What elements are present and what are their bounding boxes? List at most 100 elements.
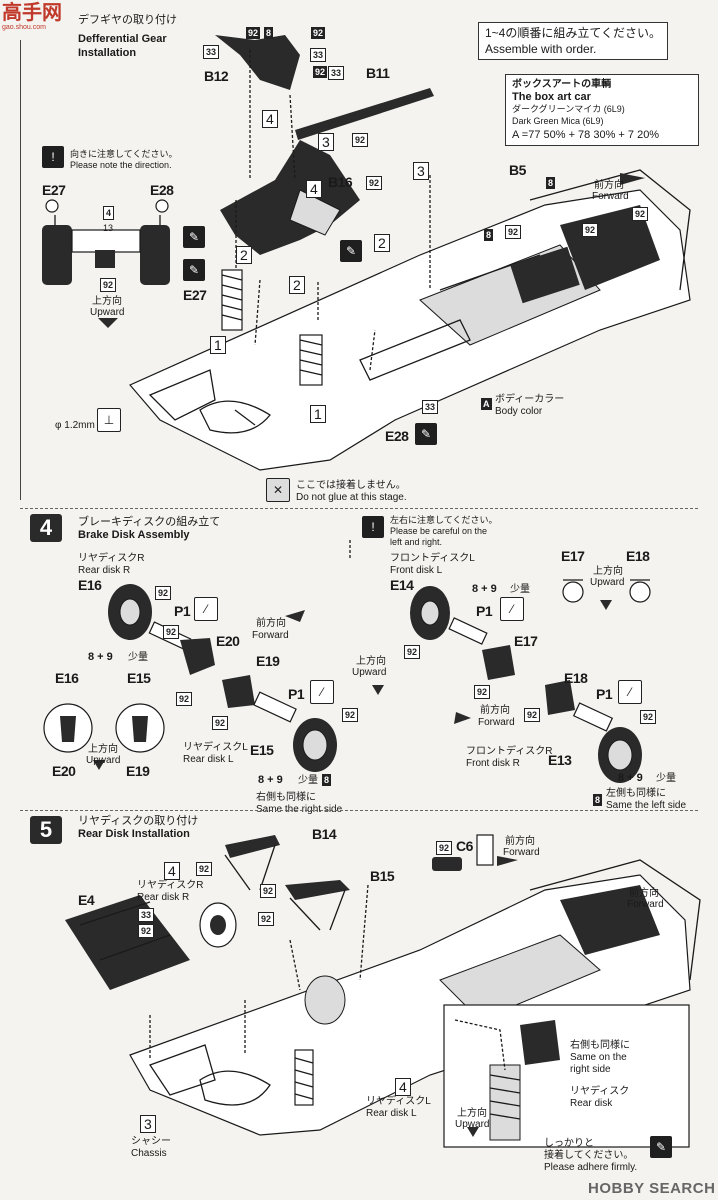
part-e13: E13 [548,752,572,768]
part-e19: E19 [256,653,280,669]
caution-icon: ! [42,146,64,168]
adhere-en: Please adhere firmly. [544,1162,638,1173]
box-art-title-en: The box art car [512,91,591,103]
order-mark-2c: 2 [374,234,390,252]
chassis-en: Chassis [131,1148,167,1159]
s5-rear-l-en: Rear disk L [366,1108,417,1119]
order-mark-1a: 1 [210,336,226,354]
upward-jp-s4b: 上方向 [88,744,118,755]
forward-en-a: Forward [592,191,629,202]
num-92-c: 92 [313,66,328,78]
upward-jp-s4c: 上方向 [593,566,623,577]
note-direction-en: Please note the direction. [70,160,172,170]
num-92-e: 92 [366,176,383,190]
body-color-en: Body color [495,406,543,417]
part-e17: E17 [514,633,538,649]
num-92-s5c6: 92 [436,841,453,855]
drill-diameter: φ 1.2mm [55,420,95,431]
step3-diagram [42,35,691,471]
num-13: 13 [103,223,114,233]
upward-jp-s4a: 上方向 [356,656,386,667]
rear-disk-l-jp: リヤディスクL [183,742,248,753]
no-glue-icon-s4a: ⁄ [194,597,218,621]
forward-jp-a: 前方向 [594,180,624,191]
num-8-b: 8 [546,177,556,189]
forward-jp-s4b: 前方向 [480,705,510,716]
no-glue-icon-s4d: ⁄ [618,680,642,704]
part-e4: E4 [78,892,95,908]
step5-number: 5 [30,816,62,844]
same-right-en: Same the right side [256,804,343,815]
box-4-rear-l: 4 [395,1078,411,1096]
step3-title-en2: Installation [78,47,137,59]
paint-brush-icon-1: ✎ [183,226,205,248]
same-left-jp: 左側も同様に [606,788,666,799]
box-art-color-en: Dark Green Mica (6L9) [512,116,604,126]
caution-icon-s4: ! [362,516,384,538]
part-e28-top: E28 [150,182,174,198]
small-amount-b: 少量 [298,775,318,786]
front-disk-r-en: Front disk R [466,758,520,769]
part-p1-c: P1 [476,603,493,619]
num-92-a: 92 [246,27,261,39]
rear-disk-r-en: Rear disk R [78,565,131,576]
adhere-jp1: しっかりと [544,1138,594,1149]
num-92-s4b: 92 [163,625,180,639]
num-92-b: 92 [311,27,326,39]
num-92-s4g: 92 [474,685,491,699]
part-b15: B15 [370,868,395,884]
step4-number: 4 [30,514,62,542]
s5-rear-disk-en: Rear disk [570,1098,613,1109]
paint-brush-icon-2: ✎ [183,259,205,281]
order-mark-2b: 2 [289,276,305,294]
logo-text: 高手网 [2,2,62,24]
order-mark-2a: 2 [236,246,252,264]
step5-diagram [65,834,701,1148]
combo-8-9-d: 8 + 9 [618,772,643,784]
num-92-s4f: 92 [404,645,421,659]
s5-upward-jp: 上方向 [457,1108,487,1119]
s5-same-right-en2: right side [570,1064,611,1075]
order-mark-1b: 1 [310,405,326,423]
part-b16: B16 [328,174,353,190]
s5-forward-jp-a: 前方向 [505,836,535,847]
num-8-s4b: 8 [593,794,603,806]
part-e16-hub: E16 [55,670,79,686]
front-disk-r-jp: フロントディスクR [466,746,553,757]
part-e20: E20 [216,633,240,649]
small-amount-d: 少量 [656,773,676,784]
num-33-a: 33 [203,45,220,59]
step5-title-en: Rear Disk Installation [78,828,190,840]
box-art-title-jp: ボックスアートの車輌 [512,79,612,90]
step3-title-en1: Defferential Gear [78,33,167,45]
s5-rear-r-jp: リヤディスクR [137,880,204,891]
paint-brush-icon-4: ✎ [415,423,437,445]
divider-step3-4 [20,508,698,509]
num-92-s4h: 92 [524,708,541,722]
part-e18-icon: E18 [626,548,650,564]
part-b11: B11 [366,65,390,81]
note-direction-jp: 向きに注意してください。 [70,149,178,159]
site-logo: 高手网 gao.shou.com [2,2,62,31]
num-92-s5d: 92 [258,912,275,926]
num-92-s4d: 92 [342,708,359,722]
order-jp: 1~4の順番に組み立てください。 [485,26,661,40]
forward-en-s4a: Forward [252,630,289,641]
careful-en1: Please be careful on the [390,526,488,536]
part-b12: B12 [204,68,229,84]
same-right-jp: 右側も同様に [256,792,316,803]
part-e14: E14 [390,577,414,593]
combo-8-9-b: 8 + 9 [258,774,283,786]
small-amount-a: 少量 [128,652,148,663]
step3-title-jp: デフギヤの取り付け [78,14,177,26]
num-92-s4a: 92 [155,586,172,600]
part-p1-b: P1 [288,686,305,702]
no-glue-icon: ✕ [266,478,290,502]
part-e15: E15 [250,742,274,758]
paint-brush-icon-3: ✎ [340,240,362,262]
s5-same-right-en1: Same on the [570,1052,627,1063]
s5-forward-en-b: Forward [627,899,664,910]
hobby-search-watermark: HOBBY SEARCH [588,1180,716,1197]
num-8-a: 8 [264,27,274,39]
num-92-s5a: 92 [196,862,213,876]
